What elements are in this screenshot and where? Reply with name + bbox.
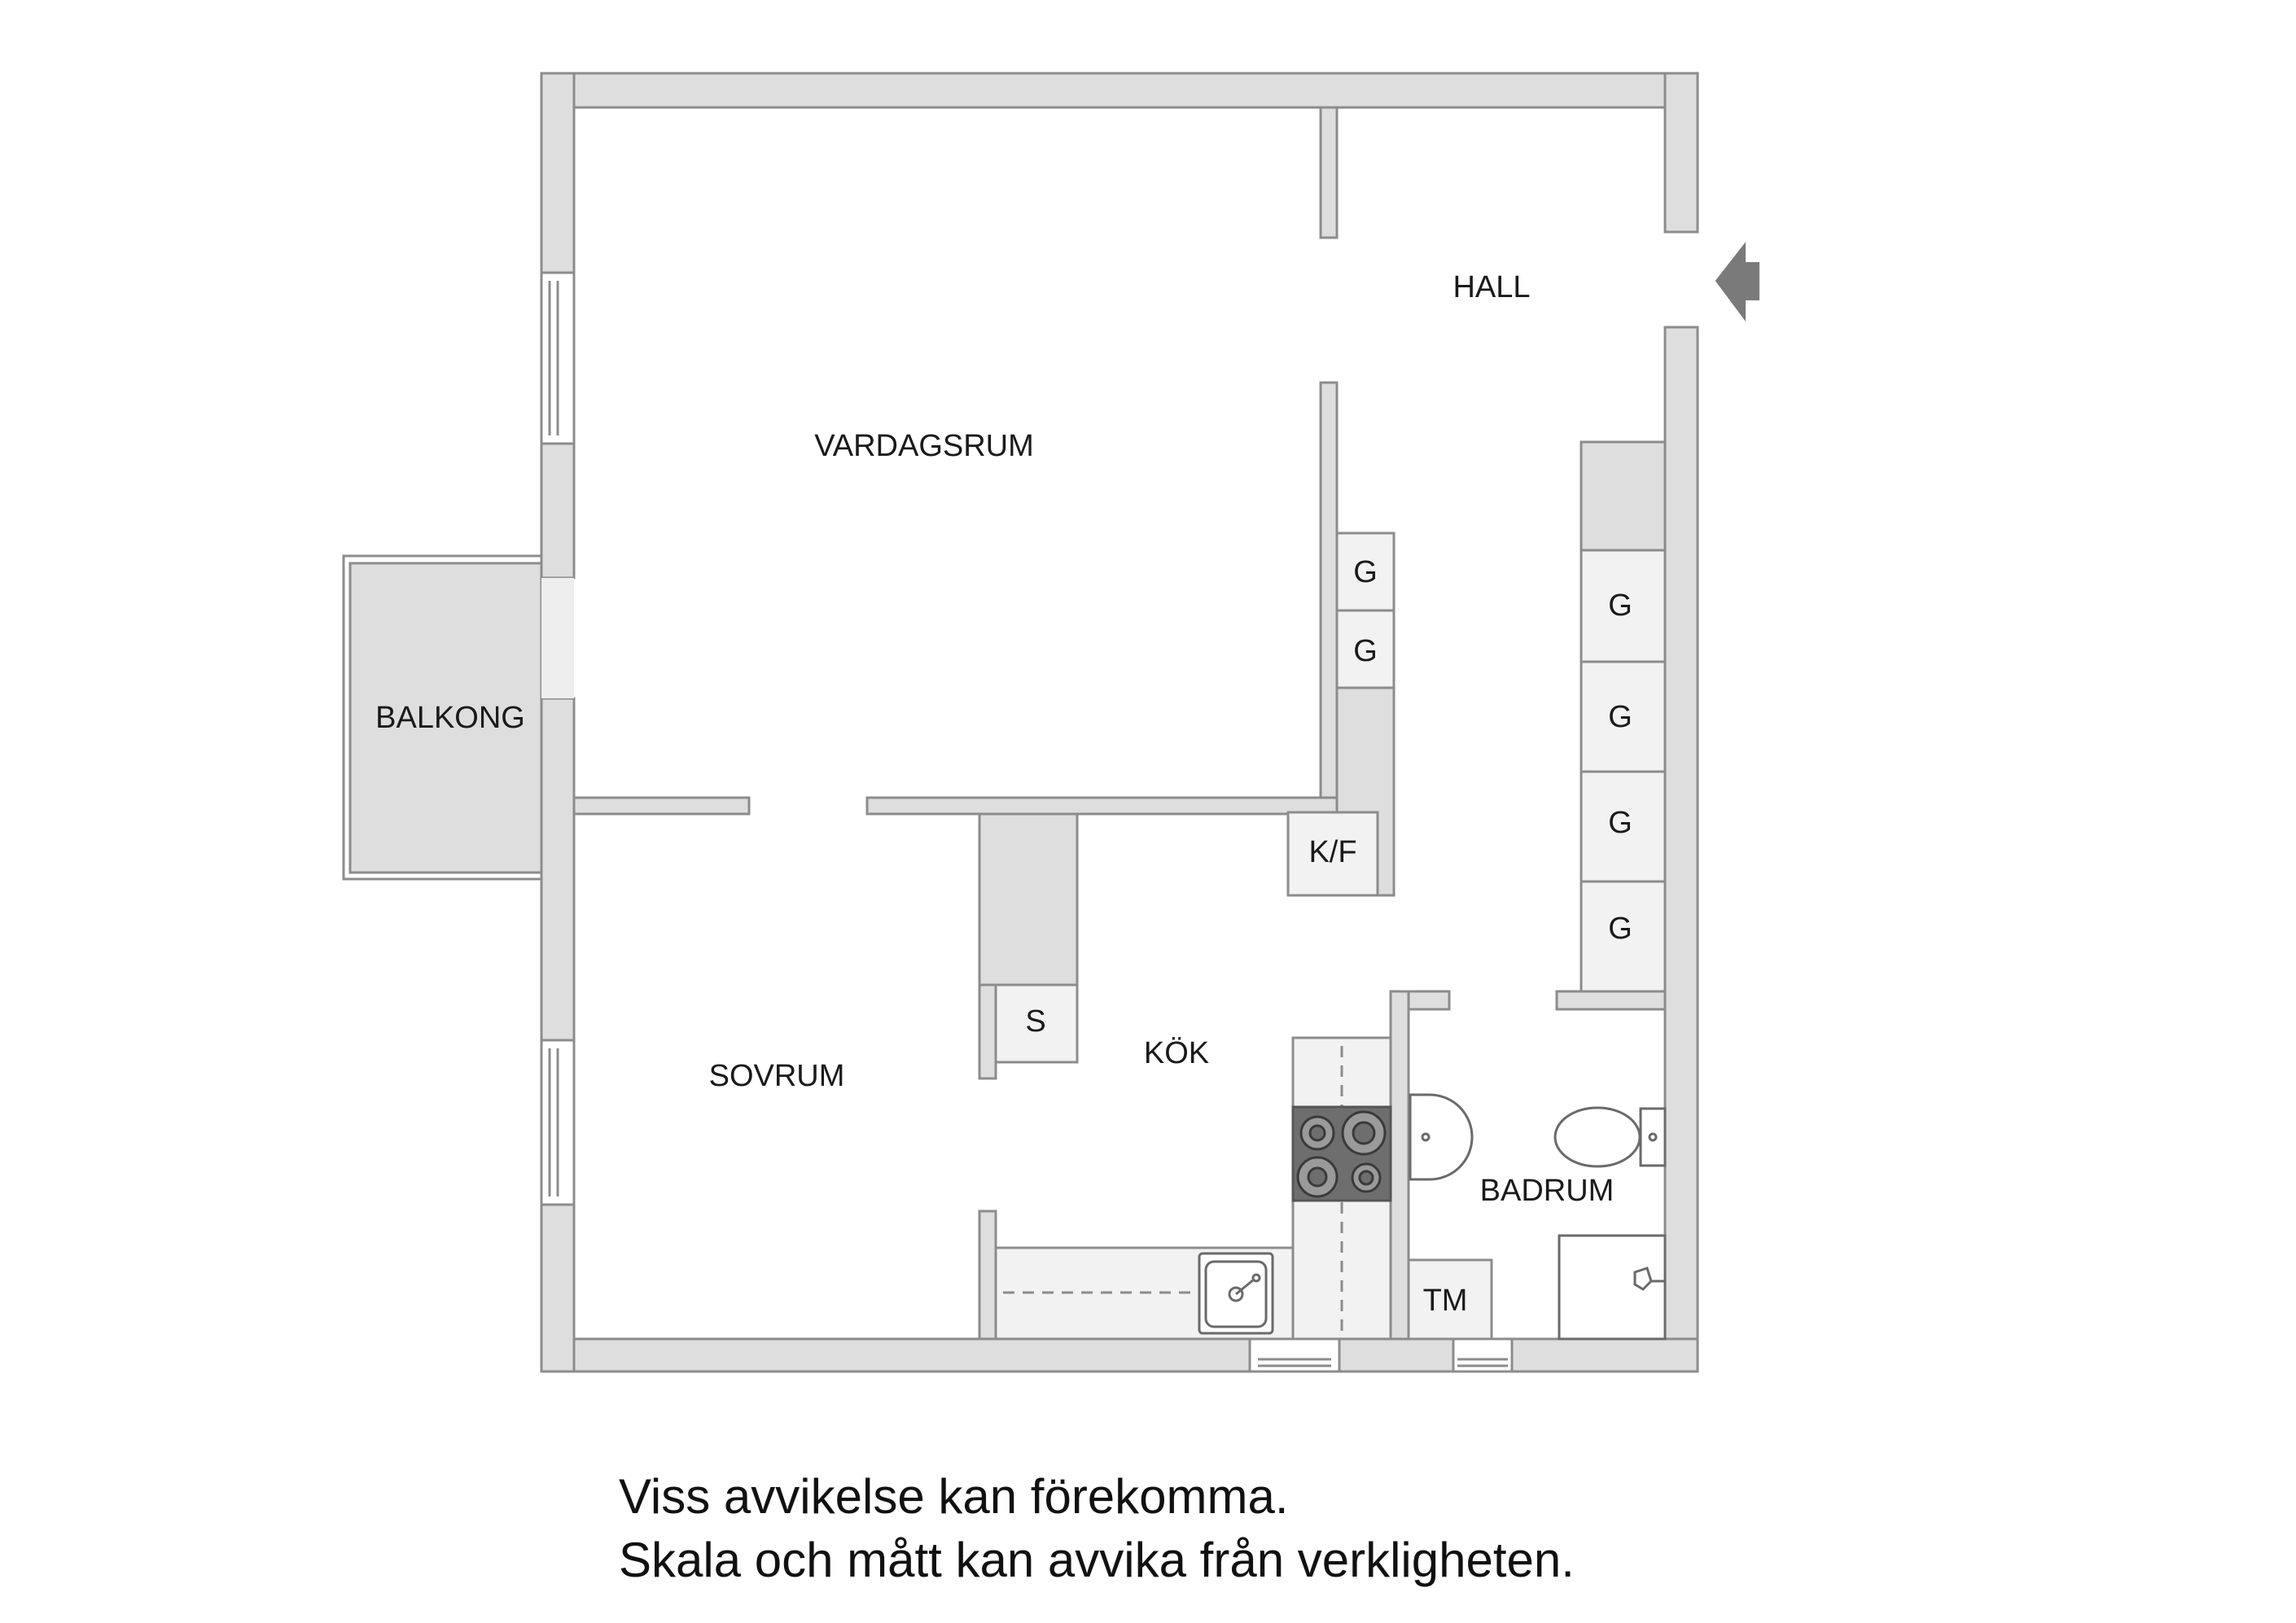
wall-hall-lower: [1319, 381, 1339, 812]
sink-icon: [1198, 1252, 1274, 1335]
room-label-kok: KÖK: [1144, 1036, 1209, 1070]
wardrobe-label: G: [1608, 588, 1632, 623]
room-label-balkong: BALKONG: [375, 701, 525, 735]
disclaimer: Viss avvikelse kan förekomma. Skala och …: [619, 1465, 1575, 1592]
room-label-hall: HALL: [1453, 270, 1530, 304]
disclaimer-line-2: Skala och mått kan avvika från verklighe…: [619, 1533, 1575, 1587]
wardrobe-label: G: [1608, 806, 1632, 840]
walls: [540, 72, 1699, 1373]
balcony: [342, 554, 574, 881]
wall-kitchen-stub: [978, 983, 997, 1080]
wall-kitchen-pillar: [978, 812, 1079, 986]
wall-right-upper: [1663, 72, 1699, 234]
room-label-sovrum: SOVRUM: [709, 1059, 845, 1093]
wall-top: [540, 72, 1699, 109]
storage-label: S: [1025, 1004, 1045, 1039]
wall-kitchen-bottom-stub: [978, 1210, 997, 1341]
wall-right-lower: [1663, 326, 1699, 1373]
wall-left-mid1: [540, 442, 576, 580]
wall-hall-upper: [1319, 106, 1339, 239]
wall-left-bottom: [540, 1203, 576, 1373]
wardrobe-right-1: [1580, 549, 1667, 663]
entrance-arrow-icon: [1715, 242, 1759, 322]
wardrobes: [994, 532, 1667, 1341]
fridge-freezer-label: K/F: [1308, 835, 1356, 869]
wall-living-bedroom-right: [865, 796, 1339, 816]
wall-left-top: [540, 72, 576, 274]
fridge-freezer-box: [1286, 811, 1379, 897]
room-label-vardagsrum: VARDAGSRUM: [814, 429, 1034, 463]
wardrobe-right-2: [1580, 660, 1667, 773]
windows: [540, 271, 1514, 1373]
wardrobe-label: G: [1353, 555, 1378, 589]
wall-bottom: [540, 1337, 1699, 1373]
wall-living-bedroom-left: [572, 796, 751, 816]
washbasin-icon: [1409, 1093, 1474, 1181]
storage-box: [994, 983, 1079, 1064]
balcony-door: [541, 578, 574, 698]
shower-area: [1558, 1234, 1667, 1341]
wardrobe-hall-2: [1335, 609, 1396, 689]
wall-bath-top-right: [1555, 990, 1667, 1011]
wardrobe-right-4: [1580, 880, 1667, 993]
wall-bath-left: [1389, 990, 1410, 1341]
balcony-floor: [348, 562, 543, 874]
stove-burners: [1296, 1110, 1387, 1198]
kitchen: [994, 1036, 1392, 1341]
wall-right-closet: [1580, 440, 1667, 552]
washer-label: TM: [1423, 1284, 1468, 1318]
bathroom: [1409, 1093, 1667, 1341]
wall-left-mid2: [540, 697, 576, 1042]
disclaimer-line-1: Viss avvikelse kan förekomma.: [619, 1469, 1289, 1524]
washer-box: [1407, 1258, 1493, 1341]
wardrobe-label: G: [1608, 700, 1632, 734]
wardrobe-right-3: [1580, 770, 1667, 883]
wardrobe-label: G: [1608, 912, 1632, 946]
room-label-badrum: BADRUM: [1480, 1174, 1615, 1208]
wardrobe-label: G: [1353, 634, 1378, 668]
shower-head-icon: [1633, 1266, 1665, 1291]
